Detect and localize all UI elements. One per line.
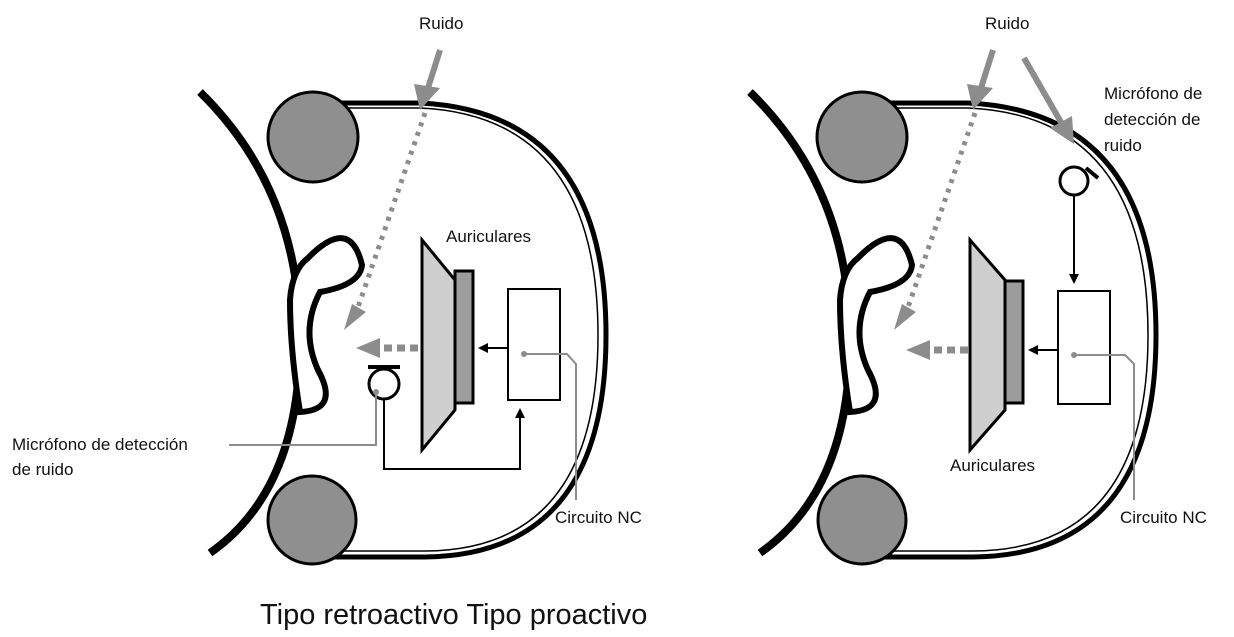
anti-noise-arrowhead — [906, 340, 930, 360]
ear-cushion-bottom — [266, 474, 358, 566]
headphones-label: Auriculares — [950, 456, 1035, 475]
mic-label-line1: Micrófono de — [1104, 84, 1202, 103]
noise-detect-mic — [1058, 165, 1090, 197]
figure-caption: Tipo retroactivo Tipo proactivo — [260, 599, 647, 631]
headphones-label: Auriculares — [446, 227, 531, 246]
mic-label-line3: ruido — [1104, 136, 1142, 155]
mic-label-line2: detección de — [1104, 110, 1200, 129]
noise-arrow-1 — [978, 49, 996, 89]
ear-cushion-bottom — [816, 474, 908, 566]
headphone-speaker-magnet — [1003, 279, 1025, 405]
noise-label: Ruido — [419, 14, 463, 33]
headphone-speaker-cone — [968, 236, 1007, 454]
circuit-leader-line — [1074, 354, 1135, 500]
nc-circuit-box — [1057, 290, 1111, 405]
noise-arrow-2 — [1021, 56, 1065, 126]
noise-arrow-2-head — [1050, 116, 1074, 144]
mic-leader-dot — [373, 389, 379, 395]
headphone-speaker-cone — [420, 235, 457, 455]
ear-shape — [836, 235, 916, 416]
feedback-loop-line — [383, 400, 525, 470]
mic-leader-line — [229, 393, 377, 446]
circuit-label: Circuito NC — [1120, 508, 1207, 527]
circuit-leader-dot — [1071, 352, 1077, 358]
headphone-speaker-magnet — [453, 269, 475, 405]
noise-path-arrowhead — [344, 304, 366, 330]
ear-shape — [286, 235, 366, 416]
noise-arrow-1-head — [967, 84, 993, 110]
noise-arrow — [425, 49, 443, 89]
noise-detect-mic — [367, 367, 401, 401]
feedforward-diagram: Ruido Micrófono de detección de ruido Au… — [747, 14, 1207, 566]
noise-label: Ruido — [985, 14, 1029, 33]
circuit-leader-line — [524, 353, 577, 500]
ear-cup-inner-line — [330, 107, 599, 552]
circuit-label: Circuito NC — [555, 508, 642, 527]
mic-label-line2: de ruido — [12, 460, 73, 479]
ear-cushion-top — [815, 90, 909, 184]
circuit-leader-dot — [521, 351, 527, 357]
mic-label-line1: Micrófono de detección — [12, 435, 188, 454]
anti-noise-arrowhead — [356, 338, 380, 358]
noise-path-arrowhead — [894, 304, 916, 330]
noise-arrow-head — [414, 84, 440, 110]
nc-circuit-box — [507, 288, 561, 401]
ear-cushion-top — [266, 90, 360, 184]
mic-cap — [1084, 166, 1100, 180]
feedback-diagram: Ruido Auriculares Micrófono de detección… — [12, 14, 642, 566]
